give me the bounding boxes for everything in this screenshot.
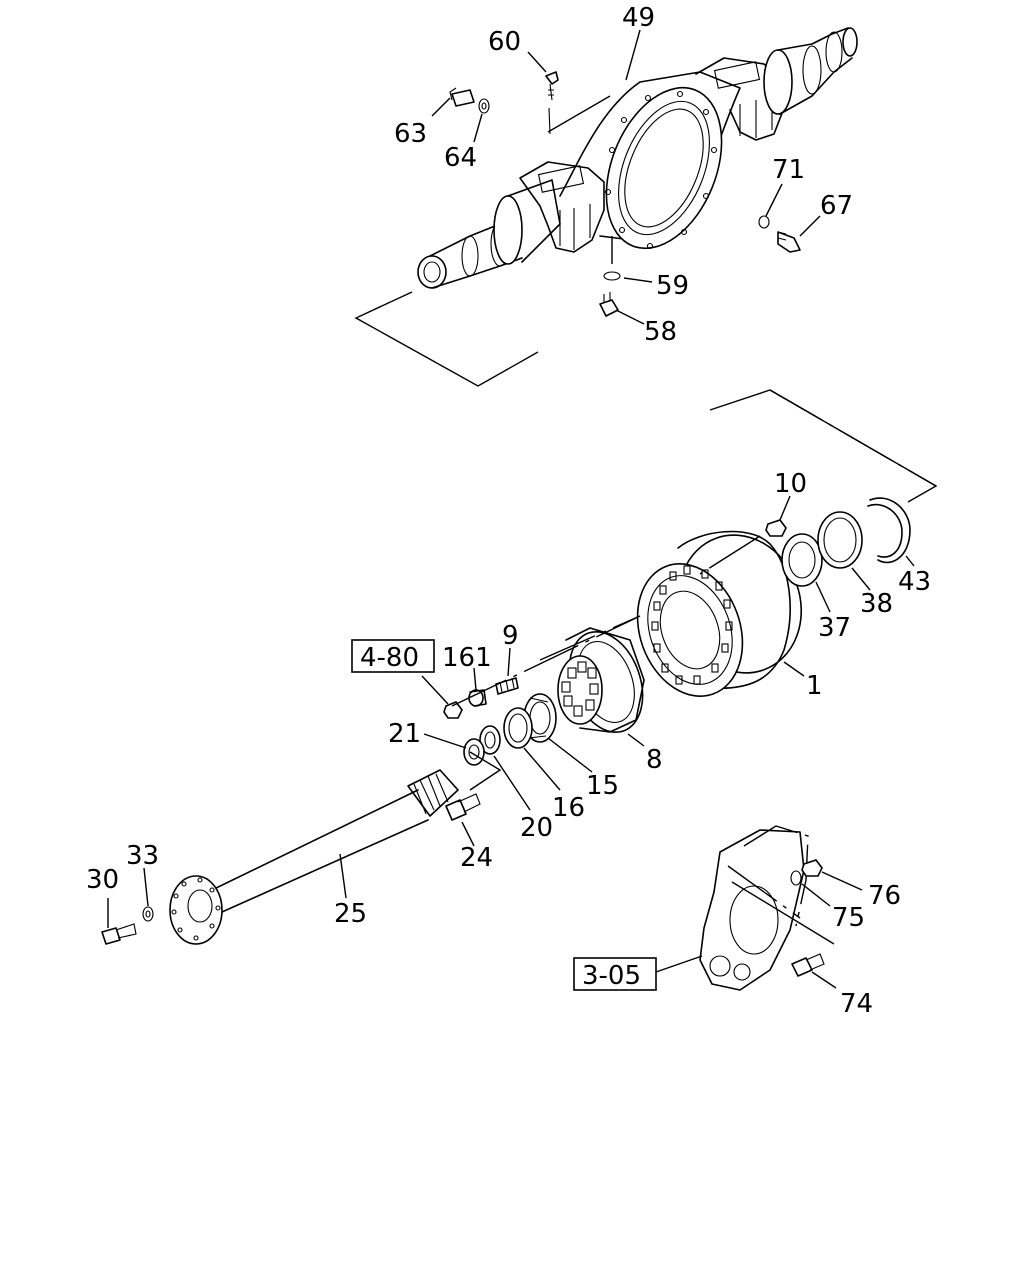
nut-76 (801, 859, 823, 877)
label-58: 58 (644, 317, 677, 347)
reference-4-80-text: 4-80 (360, 643, 419, 673)
drain-plug-58 (599, 292, 619, 317)
bolt-63 (449, 87, 475, 107)
axle-shaft-25 (169, 769, 459, 945)
label-8: 8 (646, 745, 663, 775)
label-49: 49 (622, 3, 655, 33)
washer-75 (790, 870, 802, 886)
brake-drum-1 (636, 530, 803, 697)
label-10: 10 (774, 469, 807, 499)
label-15: 15 (586, 771, 619, 801)
label-21: 21 (388, 719, 421, 749)
washer-33 (142, 906, 154, 922)
sleeve-161 (468, 689, 487, 707)
label-64: 64 (444, 143, 477, 173)
label-37: 37 (818, 613, 851, 643)
wheel-hub-8 (557, 627, 645, 734)
label-59: 59 (656, 271, 689, 301)
label-25: 25 (334, 899, 367, 929)
reference-3-05[interactable]: 3-05 (573, 957, 657, 991)
bearing-cup-38 (817, 511, 863, 569)
label-1: 1 (806, 671, 823, 701)
label-71: 71 (772, 155, 805, 185)
bolt-30 (101, 923, 137, 945)
label-9: 9 (502, 621, 519, 651)
label-20: 20 (520, 813, 553, 843)
brake-spider-3-05 (699, 825, 809, 991)
axle-housing (417, 27, 858, 289)
breather-plug-60 (545, 71, 559, 135)
washer-71 (758, 215, 770, 229)
wheel-stud-9 (495, 677, 519, 695)
reference-4-80[interactable]: 4-80 (351, 639, 435, 673)
nut-10 (765, 519, 787, 537)
nut-4-80 (443, 701, 463, 719)
washer-59 (603, 271, 621, 281)
label-63: 63 (394, 119, 427, 149)
label-16: 16 (552, 793, 585, 823)
bolt-24 (445, 793, 481, 821)
label-161: 161 (442, 643, 492, 673)
nut-21 (463, 738, 485, 766)
label-33: 33 (126, 841, 159, 871)
housing-bracket-line (354, 291, 539, 387)
reference-3-05-text: 3-05 (582, 961, 641, 991)
label-67: 67 (820, 191, 853, 221)
label-75: 75 (832, 903, 865, 933)
lock-washer-20 (479, 725, 501, 755)
label-43: 43 (898, 567, 931, 597)
label-38: 38 (860, 589, 893, 619)
outer-bearing-37 (781, 533, 823, 587)
label-74: 74 (840, 989, 873, 1019)
washer-64 (478, 98, 490, 114)
callouts: 49 60 63 64 71 67 59 58 10 43 38 37 1 9 … (86, 3, 931, 1019)
label-60: 60 (488, 27, 521, 57)
bolt-74 (791, 953, 825, 977)
snap-ring-43 (867, 497, 911, 564)
label-76: 76 (868, 881, 901, 911)
label-24: 24 (460, 843, 493, 873)
bearing-cup-16 (503, 707, 533, 749)
label-30: 30 (86, 865, 119, 895)
bolt-67 (777, 231, 801, 253)
